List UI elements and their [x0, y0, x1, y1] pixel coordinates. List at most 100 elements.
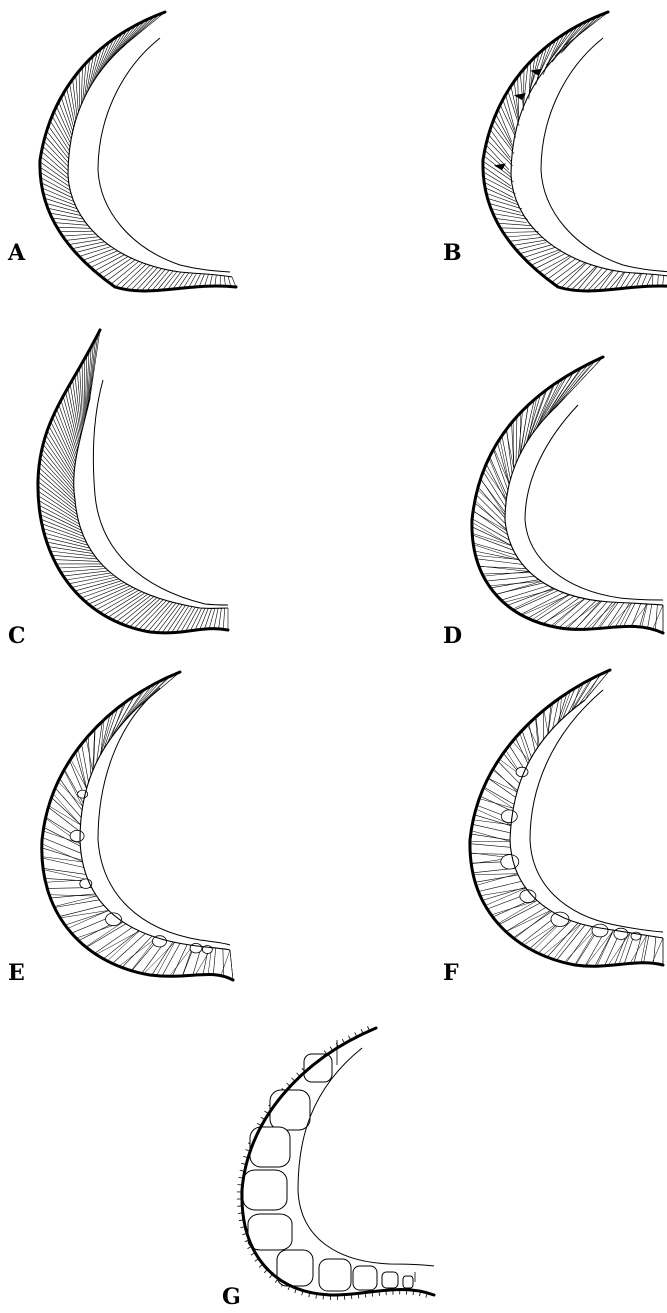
outer-epidermis-line	[42, 672, 233, 980]
lacuna-cell	[592, 924, 608, 937]
chamber-cell	[270, 1090, 310, 1130]
panel-label-d: D	[443, 623, 462, 649]
cell-wall-line	[509, 745, 525, 770]
cell-wall-line	[60, 910, 108, 918]
cell-wall-line	[38, 486, 77, 514]
cell-wall-line	[544, 257, 571, 276]
cell-wall-line	[532, 595, 570, 620]
cell-wall-line	[542, 599, 585, 624]
cell-wall-line	[641, 935, 647, 963]
cell-wall-line	[204, 274, 208, 286]
panel-g	[237, 1026, 434, 1300]
cell-wall-line	[479, 566, 529, 572]
cell-wall-line	[588, 269, 608, 291]
cell-wall-line	[224, 276, 225, 286]
cell-wall-line	[43, 528, 87, 542]
cell-wall-line	[535, 596, 574, 621]
cell-wall-line	[86, 739, 93, 771]
cell-wall-line	[499, 903, 540, 925]
cell-wall-line	[484, 788, 514, 808]
cell-wall-line	[481, 479, 506, 515]
cell-wall-line	[583, 602, 607, 630]
cell-wall-line	[653, 605, 663, 629]
lacuna-cell	[516, 767, 528, 777]
chamber-cell	[403, 1276, 413, 1288]
inner-lining-line	[541, 38, 667, 272]
cell-wall-line	[199, 274, 204, 287]
cell-wall-line	[652, 938, 663, 963]
cell-wall-line	[181, 607, 195, 632]
cell-wall-line	[42, 449, 74, 489]
chamber-cell	[382, 1272, 398, 1288]
inner-lining-line	[93, 380, 228, 605]
cell-wall-line	[54, 223, 88, 226]
cell-wall-line	[103, 258, 132, 278]
cell-wall-line	[571, 266, 596, 290]
cell-wall-line	[107, 260, 135, 281]
cell-wall-line	[66, 573, 111, 580]
cell-wall-line	[506, 235, 538, 238]
cell-wall-line	[200, 608, 209, 629]
cell-wall-line	[475, 875, 518, 882]
cell-wall-line	[48, 208, 81, 215]
cell-wall-line	[78, 749, 87, 789]
panel-b	[483, 12, 667, 291]
cell-wall-line	[520, 73, 523, 111]
wedge-cell	[494, 163, 506, 170]
cell-wall-line	[494, 119, 514, 149]
cell-wall-line	[157, 942, 175, 975]
outer-epidermis-line	[472, 357, 663, 633]
cell-wall-line	[41, 178, 72, 195]
cell-wall-line	[586, 602, 616, 629]
cell-wall-line	[69, 239, 102, 244]
cell-wall-line	[162, 943, 180, 976]
cell-wall-line	[44, 440, 73, 482]
cell-wall-line	[488, 778, 517, 792]
cell-wall-line	[494, 769, 518, 793]
cell-wall-line	[61, 97, 73, 131]
inner-lining-line	[98, 38, 230, 272]
cell-wall-line	[214, 608, 218, 628]
cell-wall-line	[152, 270, 169, 291]
cell-wall-line	[223, 608, 224, 629]
cell-wall-line	[63, 234, 96, 236]
cell-wall-line	[204, 608, 211, 629]
cell-wall-line	[560, 697, 562, 722]
cell-wall-line	[494, 448, 509, 484]
cell-wall-line	[141, 269, 161, 291]
cell-wall-line	[655, 605, 657, 631]
cell-wall-line	[147, 269, 166, 291]
cell-wall-line	[221, 950, 230, 976]
cell-wall-line	[640, 604, 647, 627]
chamber-cell	[319, 1259, 351, 1291]
cell-wall-line	[116, 690, 143, 731]
cell-wall-line	[152, 942, 173, 975]
cell-wall-line	[473, 874, 517, 875]
inner-wall-line	[510, 700, 663, 938]
cell-wall-line	[663, 275, 664, 286]
cell-wall-line	[488, 778, 515, 797]
outer-epidermis-line	[483, 12, 667, 291]
panel-label-g: G	[222, 1284, 241, 1310]
cell-wall-line	[528, 595, 569, 619]
cell-wall-line	[516, 417, 517, 464]
cell-wall-line	[59, 102, 72, 136]
cell-wall-line	[608, 603, 631, 628]
cell-wall-line	[548, 259, 576, 279]
cell-wall-line	[484, 787, 514, 804]
cell-wall-line	[40, 458, 74, 495]
cell-wall-line	[189, 273, 197, 287]
lacuna-cell	[501, 855, 519, 869]
panel-label-b: B	[443, 240, 462, 266]
cell-wall-line	[76, 244, 108, 252]
cell-wall-line	[108, 25, 136, 62]
cell-wall-line	[487, 140, 513, 166]
cell-wall-line	[559, 600, 591, 628]
cell-wall-line	[470, 844, 511, 848]
cell-wall-line	[43, 870, 88, 880]
chamber-cell	[250, 1127, 290, 1167]
cell-wall-line	[575, 601, 600, 629]
panel-a	[40, 12, 236, 291]
cell-wall-line	[58, 566, 103, 568]
chamber-cell	[353, 1266, 377, 1290]
